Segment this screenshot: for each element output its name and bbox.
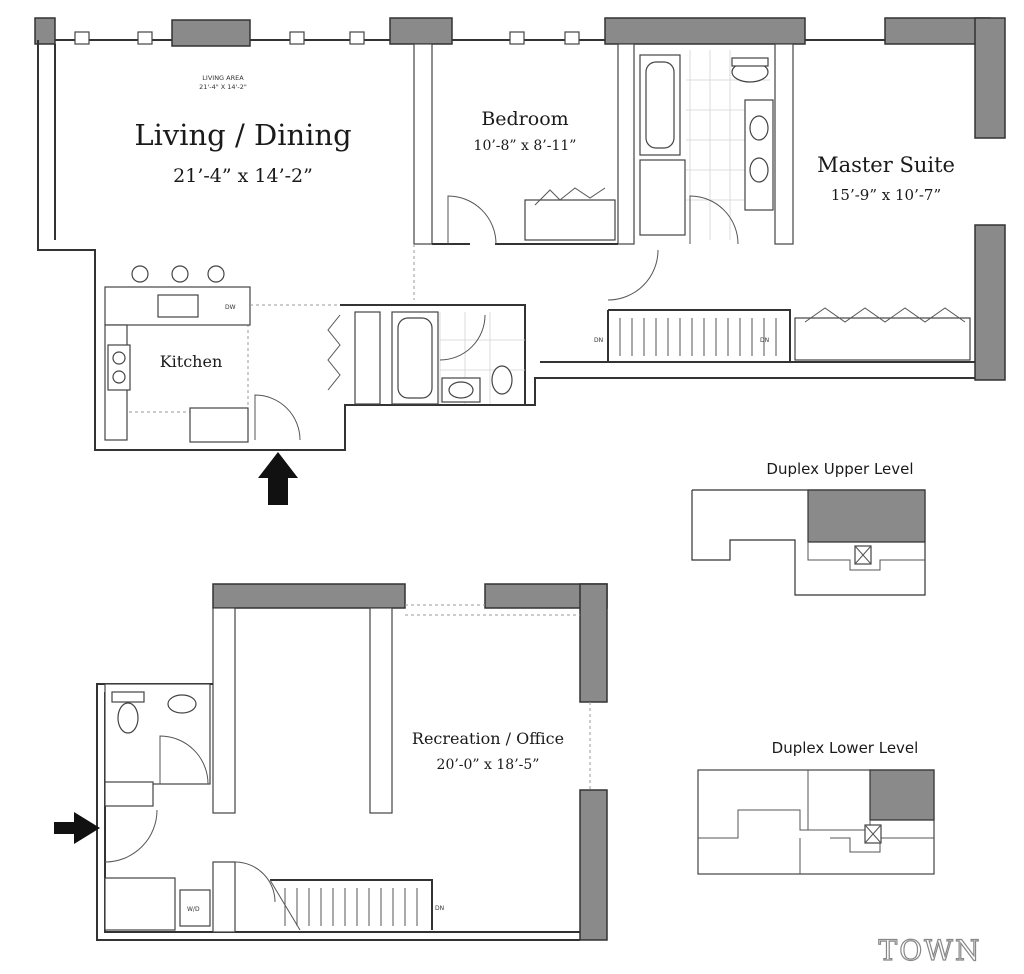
- wall-segment: [579, 789, 608, 941]
- wall-segment: [579, 583, 608, 703]
- key-plan-upper-title: Duplex Upper Level: [766, 460, 913, 478]
- living-dining-dims: 21’-4” x 14’-2”: [173, 165, 313, 187]
- town-watermark: TOWN: [879, 934, 982, 967]
- wall-segment: [604, 17, 806, 45]
- master-suite-title: Master Suite: [817, 153, 955, 177]
- kitchen-area: [104, 244, 415, 443]
- wall-segment: [884, 17, 991, 45]
- bedroom-title: Bedroom: [481, 108, 568, 130]
- bedroom-dims: 10’-8” x 8’-11”: [474, 138, 577, 154]
- upper-level-plan: LIVING AREA 21'-4" X 14'-2" Living / Din…: [34, 17, 1006, 505]
- lower-level-plan: Recreation / Office 20’-0” x 18’-5” W/D …: [54, 583, 608, 941]
- lower-entry-arrow-icon: [54, 812, 100, 844]
- dishwasher-mark: DW: [225, 304, 236, 311]
- hall-bath: [327, 304, 526, 405]
- wall-segment: [389, 17, 453, 45]
- key-plan-lower: Duplex Lower Level: [697, 739, 935, 875]
- wall-segment: [974, 17, 1006, 139]
- living-small-dims: 21'-4" X 14'-2": [199, 83, 247, 91]
- wall-segment: [212, 583, 406, 609]
- recreation-office-dims: 20’-0” x 18’-5”: [437, 757, 540, 773]
- living-small-label: LIVING AREA: [202, 74, 244, 82]
- stair-dn-mark: DN: [760, 337, 769, 344]
- key-plan-upper: Duplex Upper Level: [691, 460, 926, 596]
- wall-segment: [34, 17, 56, 45]
- wall-segment: [974, 224, 1006, 381]
- entry-arrow-icon: [258, 452, 298, 505]
- dn-mark: DN: [594, 337, 603, 344]
- kitchen-title: Kitchen: [160, 352, 223, 371]
- recreation-office-title: Recreation / Office: [412, 729, 564, 748]
- lower-dn-mark: DN: [435, 905, 444, 912]
- master-bath: [639, 50, 774, 245]
- wall-segment: [171, 19, 251, 47]
- washer-dryer-mark: W/D: [187, 906, 200, 913]
- key-plan-lower-title: Duplex Lower Level: [772, 739, 919, 757]
- master-suite-dims: 15’-9” x 10’-7”: [831, 186, 941, 204]
- living-dining-title: Living / Dining: [134, 118, 351, 152]
